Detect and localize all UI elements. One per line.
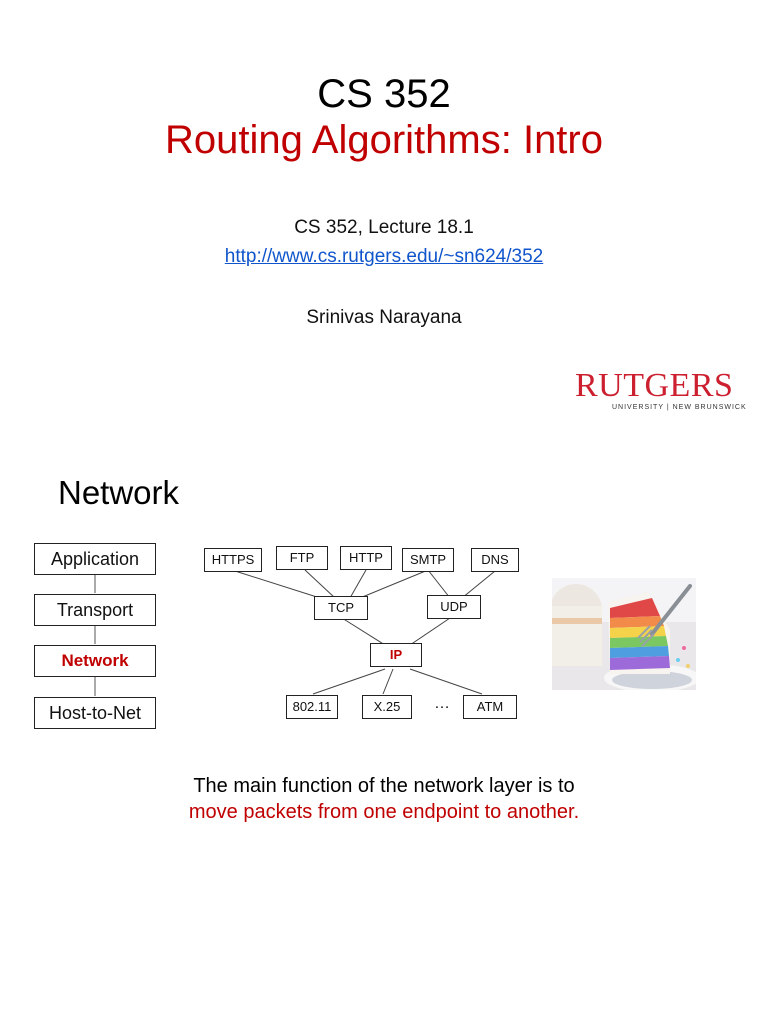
rutgers-logo: RUTGERS UNIVERSITY | NEW BRUNSWICK	[572, 366, 750, 416]
proto-http: HTTP	[340, 546, 392, 570]
author-name: Srinivas Narayana	[306, 307, 462, 328]
proto-https: HTTPS	[204, 548, 262, 572]
proto-ip: IP	[370, 643, 422, 667]
layer-application: Application	[34, 543, 156, 575]
layer-cake-image	[552, 578, 696, 690]
caption-line-2: move packets from one endpoint to anothe…	[188, 801, 580, 823]
rutgers-logo-wordmark: RUTGERS	[575, 367, 734, 404]
layer-transport: Transport	[34, 594, 156, 626]
proto-ftp: FTP	[276, 546, 328, 570]
proto-x25: X.25	[362, 695, 412, 719]
proto-ellipsis: …	[434, 695, 450, 712]
course-link[interactable]: http://www.cs.rutgers.edu/~sn624/352	[224, 246, 544, 267]
network-heading: Network	[58, 474, 180, 511]
layer-host-to-net: Host-to-Net	[34, 697, 156, 729]
slide-title: CS 352	[317, 72, 451, 116]
layer-network: Network	[34, 645, 156, 677]
rutgers-logo-tagline: UNIVERSITY | NEW BRUNSWICK	[612, 404, 747, 411]
proto-80211: 802.11	[286, 695, 338, 719]
proto-udp: UDP	[427, 595, 481, 619]
caption-line-1: The main function of the network layer i…	[193, 775, 575, 797]
proto-tcp: TCP	[314, 596, 368, 620]
course-url: http://www.cs.rutgers.edu/~sn624/352	[0, 245, 768, 269]
proto-smtp: SMTP	[402, 548, 454, 572]
slide-subtitle: Routing Algorithms: Intro	[165, 118, 603, 162]
proto-dns: DNS	[471, 548, 519, 572]
proto-atm: ATM	[463, 695, 517, 719]
lecture-label: CS 352, Lecture 18.1	[294, 217, 474, 238]
